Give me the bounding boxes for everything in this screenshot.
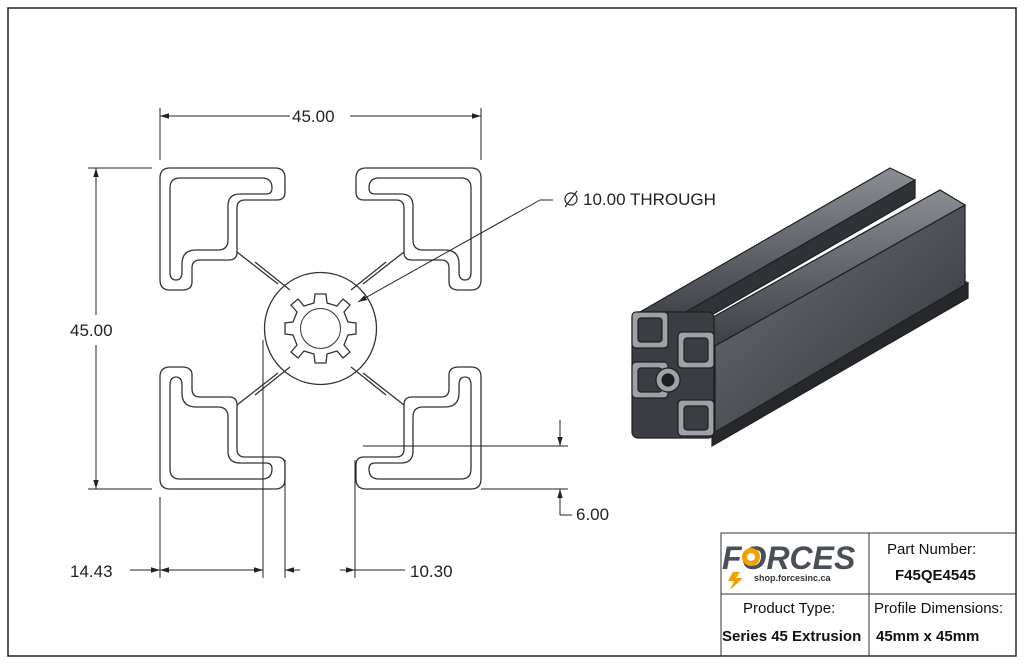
gear-icon (742, 548, 760, 566)
dim-hole-label: 10.00 THROUGH (583, 190, 716, 209)
forces-logo: FORCES shop.forcesinc.ca (722, 540, 856, 590)
profile-cross-section (159, 167, 482, 490)
dim-width-label: 45.00 (292, 107, 335, 126)
part-number-label: Part Number: (887, 541, 976, 558)
product-type-value: Series 45 Extrusion (722, 628, 861, 645)
dim-slot-depth-label: 6.00 (576, 505, 609, 524)
profile-end-face (631, 311, 715, 439)
product-type-label: Product Type: (743, 600, 835, 617)
diameter-symbol (564, 190, 578, 208)
profile-dimensions-label: Profile Dimensions: (874, 600, 1003, 617)
lightning-bolt-icon (728, 572, 743, 590)
sheet-border (7, 7, 1017, 657)
dim-left-label: 14.43 (70, 562, 113, 581)
dimensions (88, 108, 572, 578)
part-number-value: F45QE4545 (895, 567, 976, 584)
logo-url: shop.forcesinc.ca (754, 573, 832, 583)
dimension-labels: 45.00 45.00 10.00 THROUGH 6.00 14.43 10.… (70, 107, 716, 581)
dim-height-label: 45.00 (70, 321, 113, 340)
profile-dimensions-value: 45mm x 45mm (876, 628, 979, 645)
dim-slot-width-label: 10.30 (410, 562, 453, 581)
extrusion-isometric-view (631, 167, 970, 448)
title-block: FORCES shop.forcesinc.ca Part Number: F4… (720, 532, 1017, 657)
